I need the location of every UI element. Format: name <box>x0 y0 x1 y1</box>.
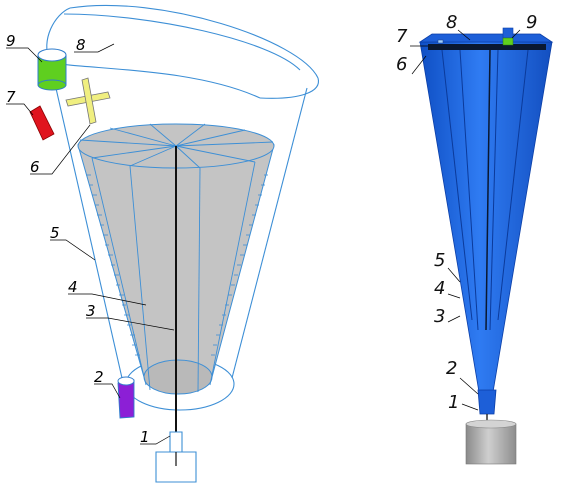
right-label-6: 6 <box>396 54 407 75</box>
left-leaders <box>6 43 175 445</box>
left-labels: 9 8 7 6 5 4 3 2 1 <box>6 32 150 446</box>
right-label-1: 1 <box>448 392 459 413</box>
left-label-3: 3 <box>86 302 96 320</box>
right-label-9: 9 <box>526 12 537 33</box>
right-label-3: 3 <box>434 306 445 327</box>
right-part9 <box>502 27 514 46</box>
right-part7 <box>437 39 444 44</box>
left-label-8: 8 <box>76 36 86 54</box>
part9-cylinder <box>37 48 67 91</box>
left-label-5: 5 <box>50 224 60 242</box>
left-diagram: 9 8 7 6 5 4 3 2 1 <box>6 4 319 483</box>
right-label-8: 8 <box>446 12 457 33</box>
left-label-1: 1 <box>140 428 150 446</box>
right-weight <box>465 419 517 465</box>
right-labels: 7 8 9 6 5 4 3 2 1 <box>396 12 537 413</box>
left-label-6: 6 <box>30 158 40 176</box>
left-label-7: 7 <box>6 88 16 106</box>
part6-cross <box>65 77 111 125</box>
left-label-9: 9 <box>6 32 16 50</box>
right-diagram: 7 8 9 6 5 4 3 2 1 <box>396 12 554 465</box>
left-label-4: 4 <box>68 278 78 296</box>
right-label-2: 2 <box>446 358 457 379</box>
right-label-7: 7 <box>396 26 408 47</box>
blue-cone <box>418 33 554 424</box>
part2-cylinder <box>117 376 135 419</box>
right-leaders <box>410 29 521 411</box>
right-label-4: 4 <box>434 278 445 299</box>
part7-block <box>29 105 55 141</box>
load-cell <box>155 431 197 483</box>
right-label-5: 5 <box>434 250 445 271</box>
left-label-2: 2 <box>94 368 104 386</box>
